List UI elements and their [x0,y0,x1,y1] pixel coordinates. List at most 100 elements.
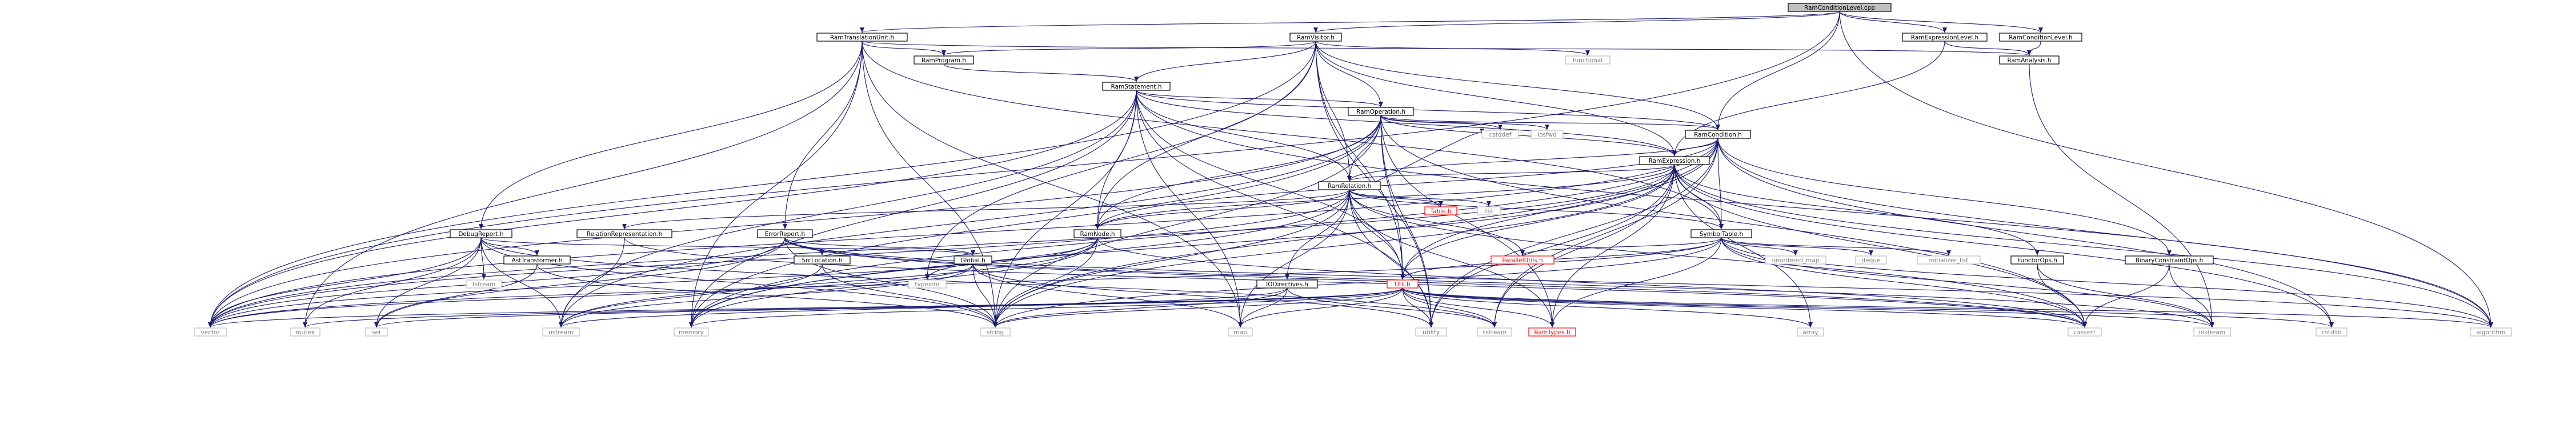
node-array[interactable]: array [1797,327,1824,337]
node-parallelutils[interactable]: ParallelUtils.h [1491,255,1555,265]
node-box[interactable] [450,229,512,238]
node-box[interactable] [757,229,813,238]
node-ostream[interactable]: ostream [542,327,580,337]
node-box[interactable] [1073,229,1121,238]
node-ramexpression[interactable]: RamExpression.h [1639,156,1710,165]
node-box[interactable] [1999,55,2060,65]
node-initializer-list[interactable]: initializer_list [1917,255,1981,265]
node-ramconditionlevelh[interactable]: RamConditionLevel.h [1999,33,2082,42]
node-box[interactable] [2315,327,2347,337]
node-string[interactable]: string [980,327,1011,337]
node-typeinfo[interactable]: typeinfo [908,279,947,289]
node-fstream[interactable]: fstream [466,279,502,289]
node-ramcondition[interactable]: RamCondition.h [1685,130,1751,139]
node-functorops[interactable]: FunctorOps.h [2010,255,2064,265]
node-box[interactable] [914,55,974,65]
node-list[interactable]: list [1477,206,1501,215]
node-box[interactable] [1256,279,1318,289]
node-box[interactable] [503,255,571,265]
node-box[interactable] [908,279,947,289]
node-box[interactable] [542,327,580,337]
node-relationrepresentation[interactable]: RelationRepresentation.h [576,229,672,238]
node-symboltable[interactable]: SymbolTable.h [1690,229,1752,238]
node-box[interactable] [1531,130,1564,139]
node-cstddef[interactable]: cstddef [1481,130,1519,139]
node-box[interactable] [1765,255,1826,265]
node-box[interactable] [2125,255,2214,265]
node-ramanalysis[interactable]: RamAnalysis.h [1999,55,2060,65]
node-ramprogram[interactable]: RamProgram.h [914,55,974,65]
node-ramexpressionlevel[interactable]: RamExpressionLevel.h [1902,33,1988,42]
node-binaryconstraintops[interactable]: BinaryConstraintOps.h [2125,255,2214,265]
node-box[interactable] [1690,229,1752,238]
node-box[interactable] [1228,327,1253,337]
node-box[interactable] [1348,107,1414,116]
node-iodirectives[interactable]: IODirectives.h [1256,279,1318,289]
node-mutex[interactable]: mutex [290,327,321,337]
node-box[interactable] [1477,327,1512,337]
node-box[interactable] [194,327,227,337]
node-asttransformer[interactable]: AstTransformer.h [503,255,571,265]
node-box[interactable] [1999,33,2082,42]
node-box[interactable] [1565,55,1610,65]
node-box[interactable] [1797,327,1824,337]
node-global[interactable]: Global.h [954,255,992,265]
node-ramrelation[interactable]: RamRelation.h [1318,181,1381,190]
node-ramstatement[interactable]: RamStatement.h [1102,82,1171,91]
node-sstream[interactable]: sstream [1477,327,1512,337]
node-box[interactable] [674,327,709,337]
node-ramnode[interactable]: RamNode.h [1073,229,1121,238]
node-cassert[interactable]: cassert [2068,327,2102,337]
node-box[interactable] [1685,130,1751,139]
node-memory[interactable]: memory [674,327,709,337]
node-box[interactable] [1639,156,1710,165]
node-debugreport[interactable]: DebugReport.h [450,229,512,238]
node-box[interactable] [290,327,321,337]
node-box[interactable] [1902,33,1988,42]
node-box[interactable] [980,327,1011,337]
node-map[interactable]: map [1228,327,1253,337]
node-box[interactable] [2010,255,2064,265]
node-box[interactable] [1528,327,1576,337]
node-box[interactable] [1855,255,1887,265]
node-box[interactable] [1289,33,1342,42]
node-box[interactable] [2193,327,2231,337]
node-box[interactable] [794,255,851,265]
node-box[interactable] [1481,130,1519,139]
node-functional[interactable]: functional [1565,55,1610,65]
node-box[interactable] [1318,181,1381,190]
node-box[interactable] [1491,255,1555,265]
node-root[interactable]: RamConditionLevel.cpp [1788,3,1892,12]
node-srclocation[interactable]: SrcLocation.h [794,255,851,265]
node-box[interactable] [466,279,502,289]
node-box[interactable] [1917,255,1981,265]
node-table[interactable]: Table.h [1424,206,1457,215]
node-deque[interactable]: deque [1855,255,1887,265]
node-box[interactable] [816,33,908,42]
node-box[interactable] [954,255,992,265]
node-box[interactable] [1415,327,1447,337]
node-box[interactable] [2470,327,2512,337]
node-box[interactable] [1387,279,1419,289]
node-ramoperation[interactable]: RamOperation.h [1348,107,1414,116]
node-ramtypes[interactable]: RamTypes.h [1528,327,1576,337]
node-box[interactable] [1788,3,1892,12]
node-box[interactable] [2068,327,2102,337]
node-box[interactable] [1477,206,1501,215]
node-ramvisitor[interactable]: RamVisitor.h [1289,33,1342,42]
node-algorithm[interactable]: algorithm [2470,327,2512,337]
node-box[interactable] [1102,82,1171,91]
node-util[interactable]: Util.h [1387,279,1419,289]
node-iostream[interactable]: iostream [2193,327,2231,337]
node-cstdlib[interactable]: cstdlib [2315,327,2347,337]
node-ramtranslationunit[interactable]: RamTranslationUnit.h [816,33,908,42]
node-box[interactable] [576,229,672,238]
node-set[interactable]: set [365,327,388,337]
node-errorreport[interactable]: ErrorReport.h [757,229,813,238]
node-utility[interactable]: utility [1415,327,1447,337]
node-box[interactable] [365,327,388,337]
node-iosfwd[interactable]: iosfwd [1531,130,1564,139]
node-vector[interactable]: vector [194,327,227,337]
node-unordered-map[interactable]: unordered_map [1765,255,1826,265]
node-box[interactable] [1424,206,1457,215]
